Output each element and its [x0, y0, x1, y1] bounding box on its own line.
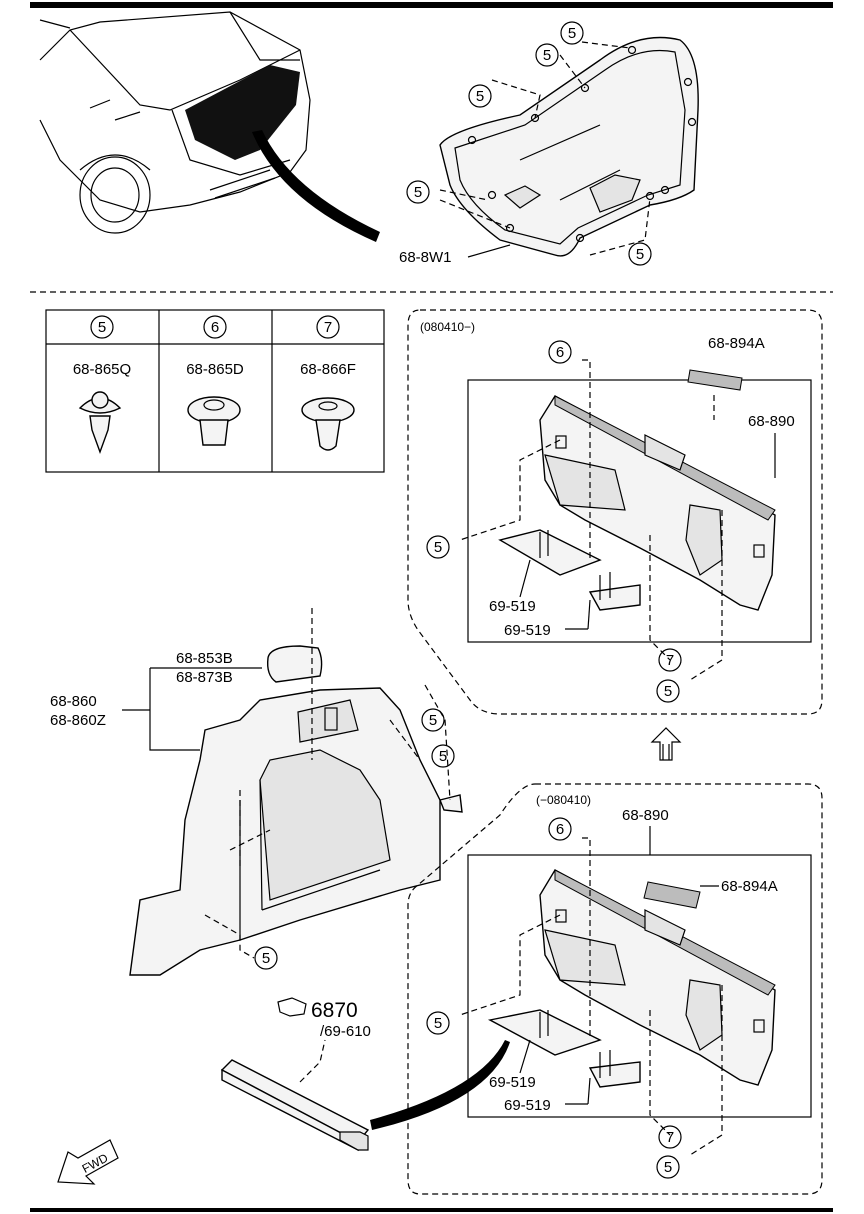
upper-callout-7: 7: [666, 652, 674, 669]
callout-5-e: 5: [636, 246, 644, 263]
cover-label-1: 68-853B: [176, 650, 233, 667]
upper-bracket-label-2: 69-519: [504, 622, 551, 639]
fwd-arrow-icon: [57, 1139, 119, 1185]
side-callout-5-c: 5: [262, 950, 270, 967]
side-callout-5-a: 5: [429, 712, 437, 729]
upper-variant-group: [407, 309, 823, 715]
hand-pointer-icon: [277, 997, 307, 1017]
table-part-6: 68-865D: [186, 361, 244, 378]
bottom-border: [30, 1208, 833, 1212]
jack-ref-part: /69-610: [320, 1023, 371, 1040]
lower-date-range: (−080410): [536, 793, 591, 807]
trunk-lid-trim-label: 68-8W1: [399, 249, 452, 266]
top-border: [30, 2, 833, 8]
lower-trim-label: 68-890: [622, 807, 669, 824]
pointer-arrow: [252, 130, 380, 242]
car-rear-view: [39, 11, 380, 242]
lower-callout-5b: 5: [664, 1159, 672, 1176]
callout-5-c: 5: [476, 88, 484, 105]
trunk-lid-highlight: [185, 65, 300, 160]
callout-circles: [90, 21, 682, 1179]
upper-trim-label: 68-890: [748, 413, 795, 430]
clip-6-icon: [187, 396, 241, 446]
clip-7-icon: [301, 397, 355, 451]
lower-pointer-arrow: [370, 1040, 510, 1130]
upper-date-range: (080410−): [420, 320, 475, 334]
trim-label-2: 68-860Z: [50, 712, 106, 729]
upper-plate-label: 68-894A: [708, 335, 765, 352]
callout-5-a: 5: [568, 25, 576, 42]
upper-callout-5b: 5: [664, 683, 672, 700]
jack-ref-number: 6870: [311, 999, 358, 1022]
table-num-6: 6: [211, 319, 219, 336]
trunk-lid-trim: [439, 36, 699, 257]
side-callout-5-b: 5: [439, 748, 447, 765]
cover-label-2: 68-873B: [176, 669, 233, 686]
callout-5-d: 5: [414, 184, 422, 201]
table-part-5: 68-865Q: [73, 361, 131, 378]
upper-bracket-label-1: 69-519: [489, 598, 536, 615]
side-trim: [129, 608, 463, 976]
lower-callout-7: 7: [666, 1129, 674, 1146]
jack-tool: [220, 997, 370, 1152]
lower-variant-group: [370, 783, 823, 1195]
upper-callout-6: 6: [556, 344, 564, 361]
clip-5-icon: [78, 391, 122, 455]
table-num-5: 5: [98, 319, 106, 336]
up-arrow-icon: [650, 727, 682, 761]
upper-callout-5: 5: [434, 539, 442, 556]
lower-plate-label: 68-894A: [721, 878, 778, 895]
trim-label-1: 68-860: [50, 693, 97, 710]
table-part-7: 68-866F: [300, 361, 356, 378]
table-num-7: 7: [324, 319, 332, 336]
callout-5-b: 5: [543, 47, 551, 64]
lower-bracket-label-2: 69-519: [504, 1097, 551, 1114]
lower-callout-6: 6: [556, 821, 564, 838]
lower-bracket-label-1: 69-519: [489, 1074, 536, 1091]
clip-table: [45, 309, 385, 473]
lower-callout-5: 5: [434, 1015, 442, 1032]
